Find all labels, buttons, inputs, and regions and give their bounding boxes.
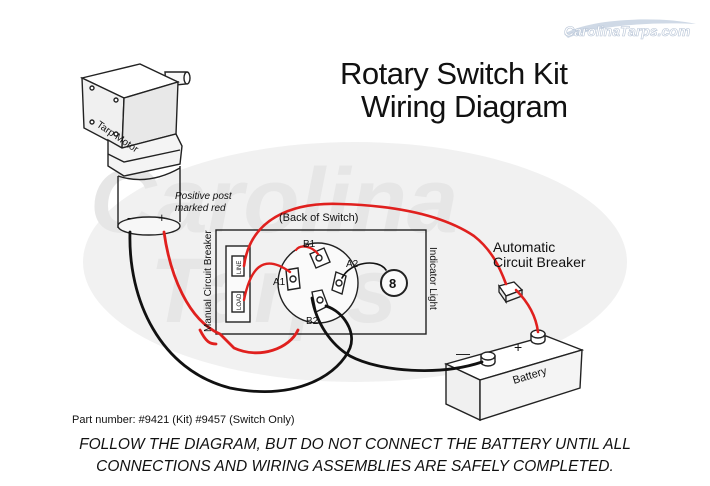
watermark-ellipse [83,142,627,382]
terminal-b2-label: B2 [306,316,319,327]
indicator-wire [341,262,387,279]
terminal-a2-label: A2 [346,259,359,270]
part-number: Part number: #9421 (Kit) #9457 (Switch O… [72,414,295,426]
battery-negative-wire [310,296,484,372]
safety-notice-line2: CONNECTIONS AND WIRING ASSEMBLIES ARE SA… [96,458,614,475]
positive-post-label-line1: Positive post [175,191,232,202]
rotary-switch-body [277,242,359,324]
switch-panel [215,229,427,335]
indicator-light-label: Indicator Light [427,247,438,310]
manual-breaker-label: Manual Circuit Breaker [203,230,214,332]
carolina-tarps-logo: CarolinaTarps.com [564,19,696,39]
indicator-symbol: 8 [389,276,396,291]
battery-minus-label: — [456,345,470,361]
back-of-switch-label: (Back of Switch) [279,212,359,224]
diagram-title-line1: Rotary Switch Kit [340,56,568,91]
motor-minus-label: - [127,210,131,225]
terminal-b2 [311,289,329,314]
line-label: LINE [237,261,243,274]
battery-plus-label: + [514,339,522,355]
motor-positive-wire [162,230,300,355]
switch-panel-box [215,229,427,335]
automatic-breaker-label-line1: Automatic [493,239,556,255]
tarp-motor [79,63,191,236]
battery-positive-wire [514,288,540,334]
load-wire [242,262,292,302]
positive-post-label-line2: marked red [175,203,226,214]
terminal-a1 [285,267,301,291]
diagram-title-line2: Wiring Diagram [361,89,568,124]
indicator-light [380,269,408,297]
battery [444,329,585,422]
automatic-breaker-label-line2: Circuit Breaker [493,254,586,270]
watermark-text-2: Tarps [150,240,397,342]
motor-plus-label: + [158,210,166,225]
terminal-a1-label: A1 [273,277,286,288]
terminal-b1-label: B1 [303,239,316,250]
logo-text: CarolinaTarps.com [564,23,690,39]
line-wire [242,202,508,286]
motor-negative-wire [128,230,353,393]
terminal-b1 [309,247,331,269]
safety-notice-line1: FOLLOW THE DIAGRAM, BUT DO NOT CONNECT T… [79,436,631,453]
load-label: LOAD [237,293,243,310]
